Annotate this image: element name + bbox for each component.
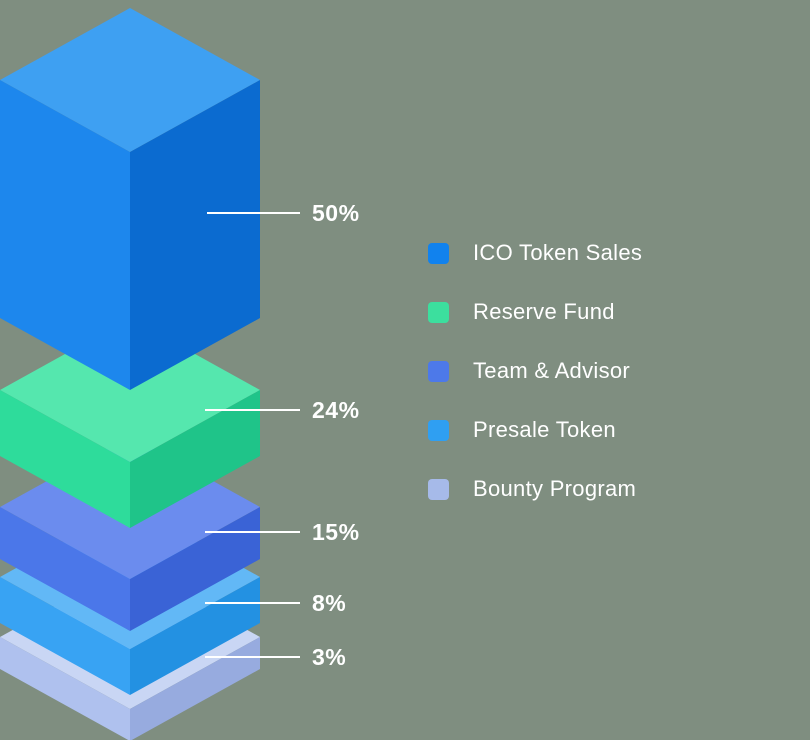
value-label-bounty-program: 3% [312, 644, 346, 670]
legend-item-team-advisor: Team & Advisor [428, 358, 642, 384]
legend-item-ico-token-sales: ICO Token Sales [428, 240, 642, 266]
bounty-program-left-face [0, 637, 130, 740]
value-label-ico-token-sales: 50% [312, 200, 360, 226]
legend-label: Bounty Program [473, 476, 637, 501]
legend-label: Presale Token [473, 417, 616, 442]
value-label-reserve-fund: 24% [312, 397, 360, 423]
bounty-program-right-face [130, 637, 260, 740]
legend-swatch-icon [428, 360, 449, 382]
reserve-fund-right-face [130, 390, 260, 528]
ico-token-sales-block [0, 8, 260, 390]
legend-item-presale-token: Presale Token [428, 417, 642, 443]
reserve-fund-left-face [0, 390, 130, 528]
legend-item-reserve-fund: Reserve Fund [428, 299, 642, 325]
presale-token-right-face [130, 577, 260, 695]
value-label-presale-token: 8% [312, 590, 346, 616]
legend-label: Reserve Fund [473, 299, 615, 324]
legend-item-bounty-program: Bounty Program [428, 476, 642, 502]
presale-token-left-face [0, 577, 130, 695]
legend-label: ICO Token Sales [473, 240, 643, 265]
legend-label: Team & Advisor [473, 358, 631, 383]
legend-swatch-icon [428, 419, 449, 441]
isometric-stack-chart: 50% 24% 15% 8% 3% [0, 8, 360, 740]
chart-legend: ICO Token Sales Reserve Fund Team & Advi… [428, 240, 642, 502]
team-advisor-left-face [0, 507, 130, 631]
team-advisor-right-face [130, 507, 260, 631]
legend-swatch-icon [428, 478, 449, 500]
ico-token-sales-right-face [130, 80, 260, 390]
legend-swatch-icon [428, 242, 449, 264]
value-label-team-advisor: 15% [312, 519, 360, 545]
ico-token-sales-left-face [0, 80, 130, 390]
legend-swatch-icon [428, 301, 449, 323]
